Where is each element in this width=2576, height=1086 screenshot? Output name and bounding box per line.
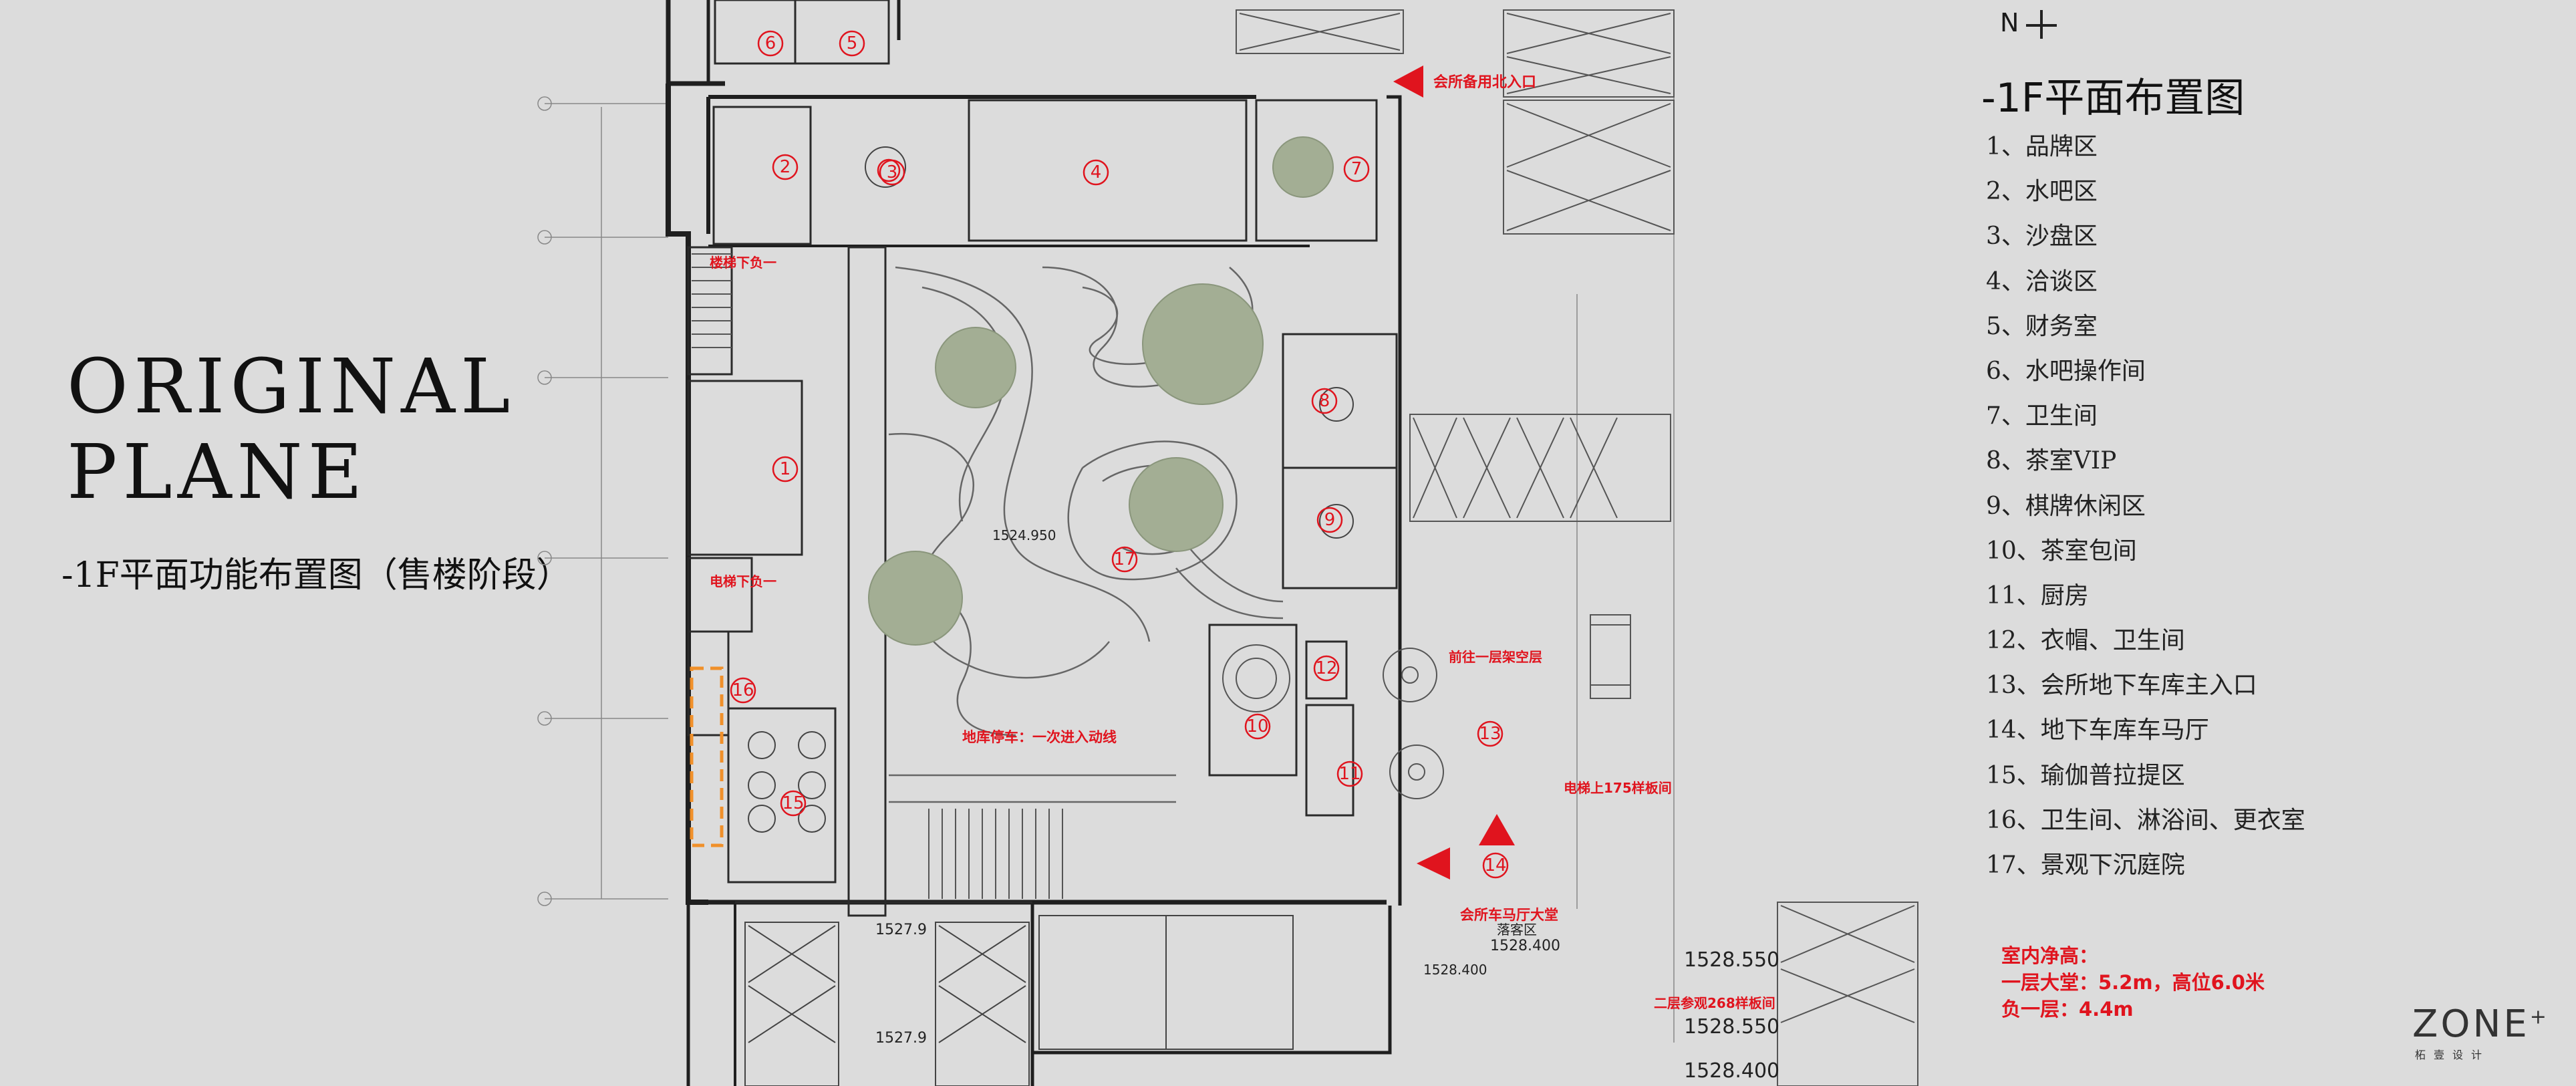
zone-12: 12 <box>1315 658 1337 678</box>
zone-5: 5 <box>847 33 858 53</box>
brand-logo: ZONE+ 柘壹设计 <box>2412 1002 2549 1062</box>
legend-item: 14、地下车库车马厅 <box>1986 716 2209 744</box>
label-to-first-floor: 前往一层架空层 <box>1449 649 1542 665</box>
legend-item: 11、厨房 <box>1986 581 2089 609</box>
legend-item: 13、会所地下车库主入口 <box>1986 672 2257 700</box>
legend-item: 1、品牌区 <box>1986 133 2098 160</box>
zone-2: 2 <box>780 157 791 177</box>
legend-item: 7、卫生间 <box>1986 402 2098 430</box>
notes-line-2: 负一层：4.4m <box>2001 998 2134 1021</box>
legend-item: 8、茶室VIP <box>1986 447 2117 475</box>
notes-heading: 室内净高： <box>2001 944 2099 967</box>
label-stair-down: 楼梯下负一 <box>710 255 776 271</box>
entrance-arrows <box>1393 65 1515 879</box>
stairs <box>692 253 1444 899</box>
elevation-8: 1524.950 <box>992 527 1056 543</box>
title-line-2: PLANE <box>67 429 368 516</box>
zone-6: 6 <box>765 33 776 53</box>
elevation-7: 1528.400 <box>1684 1059 1779 1083</box>
tables <box>748 146 1354 833</box>
zone-8: 8 <box>1319 391 1330 411</box>
north-arrow-mark <box>2026 10 2057 39</box>
logo-text: ZONE <box>2412 1002 2530 1046</box>
label-elevator-up: 电梯上175样板间 <box>1564 780 1672 796</box>
outer-parking <box>1236 9 1918 1086</box>
label-north-entrance: 会所备用北入口 <box>1433 74 1536 91</box>
title-line-1: ORIGINAL <box>67 344 516 430</box>
elevation-4: 1528.400 <box>1490 938 1560 954</box>
legend-item: 5、财务室 <box>1986 312 2098 340</box>
zone-9: 9 <box>1324 510 1336 530</box>
title-english: ORIGINAL PLANE <box>67 344 515 515</box>
zone-3: 3 <box>887 162 898 182</box>
legend-item: 10、茶室包间 <box>1986 537 2137 565</box>
zone-14: 14 <box>1484 855 1506 875</box>
parking-bays <box>744 915 1294 1086</box>
elevation-1: 1527.9 <box>875 922 927 938</box>
legend-item: 16、卫生间、淋浴间、更衣室 <box>1986 806 2305 834</box>
interior-walls <box>687 0 1398 917</box>
zone-4: 4 <box>1091 162 1102 182</box>
legend-item: 9、棋牌休闲区 <box>1986 492 2146 520</box>
yoga-outline <box>690 666 724 847</box>
legend-item: 12、衣帽、卫生间 <box>1986 627 2185 655</box>
legend-list: 1、品牌区 2、水吧区 3、沙盘区 4、洽谈区 5、财务室 6、水吧操作间 7、… <box>1986 131 2305 894</box>
logo-plus: + <box>2529 1005 2549 1029</box>
zone-13: 13 <box>1479 724 1501 744</box>
zone-11: 11 <box>1338 764 1361 784</box>
zone-markers: 1 2 3 4 5 6 7 8 9 10 11 12 13 14 15 16 1… <box>730 30 1509 879</box>
notes-line-1: 一层大堂：5.2m，高位6.0米 <box>2001 971 2265 994</box>
height-notes: 室内净高： 一层大堂：5.2m，高位6.0米 负一层：4.4m <box>2001 942 2265 1023</box>
logo-subtitle: 柘壹设计 <box>2415 1049 2490 1061</box>
legend-item: 6、水吧操作间 <box>1986 357 2146 385</box>
grid-axes <box>537 33 1675 1043</box>
zone-16: 16 <box>732 680 754 700</box>
elevation-6: 1528.550 <box>1684 1015 1779 1039</box>
zone-15: 15 <box>782 793 804 813</box>
zone-17: 17 <box>1113 549 1135 569</box>
zone-1: 1 <box>780 459 791 479</box>
legend-item: 17、景观下沉庭院 <box>1986 851 2185 879</box>
plan-subtitle: -1F平面功能布置图（售楼阶段） <box>61 555 571 595</box>
legend-item: 15、瑜伽普拉提区 <box>1986 761 2185 789</box>
label-lobby: 会所车马厅大堂 <box>1460 907 1558 923</box>
elevation-2: 1527.9 <box>875 1030 927 1047</box>
legend-item: 3、沙盘区 <box>1986 223 2098 251</box>
north-label: N <box>2000 8 2019 37</box>
elevation-3: 1528.400 <box>1423 962 1487 978</box>
legend-item: 2、水吧区 <box>1986 178 2098 206</box>
label-second-floor: 二层参观268样板间 <box>1654 995 1775 1011</box>
legend-title: -1F平面布置图 <box>1981 75 2245 122</box>
label-elevator-down: 电梯下负一 <box>710 573 776 589</box>
trees <box>868 136 1334 646</box>
label-parking: 地库停车：一次进入动线 <box>962 729 1117 745</box>
courtyard-paths <box>888 266 1284 803</box>
label-dropoff: 落客区 <box>1497 922 1537 938</box>
zone-7: 7 <box>1351 159 1363 179</box>
zone-10: 10 <box>1246 716 1268 736</box>
legend-item: 4、洽谈区 <box>1986 267 2098 295</box>
elevation-5: 1528.550 <box>1684 948 1779 972</box>
